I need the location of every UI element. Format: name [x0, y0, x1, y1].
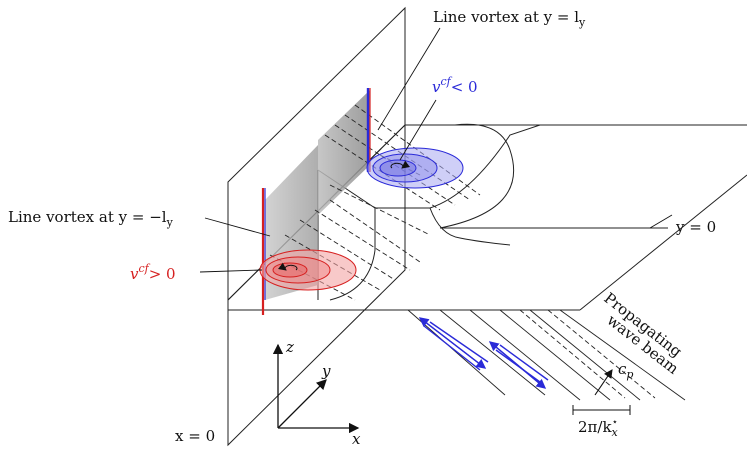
cp-arrow [594, 369, 613, 396]
label-axis-z: z [285, 338, 294, 356]
label-cp: cp [618, 360, 633, 381]
label-vcf-negative: vcf< 0 [432, 75, 478, 96]
wave-arrows [418, 317, 549, 389]
grey-sheet-back [318, 90, 370, 215]
label-vcf-positive: vcf> 0 [130, 262, 176, 283]
label-y-zero: y = 0 [675, 218, 716, 236]
label-wavelength: 2π/kx⋆ [578, 417, 619, 439]
label-vortex-bottom: Line vortex at y = −ly [8, 208, 174, 229]
wavelength-bracket [572, 405, 631, 415]
jet-curve [439, 123, 515, 229]
label-vortex-top: Line vortex at y = ly [433, 8, 586, 29]
coordinate-axes [272, 343, 360, 434]
red-vortex [259, 188, 357, 315]
label-x-zero: x = 0 [175, 427, 215, 445]
leader-lines [199, 27, 673, 273]
blue-vortex [366, 88, 464, 189]
label-axis-y: y [321, 362, 331, 380]
plane-edge-right [579, 174, 747, 311]
label-axis-x: x [352, 430, 361, 448]
